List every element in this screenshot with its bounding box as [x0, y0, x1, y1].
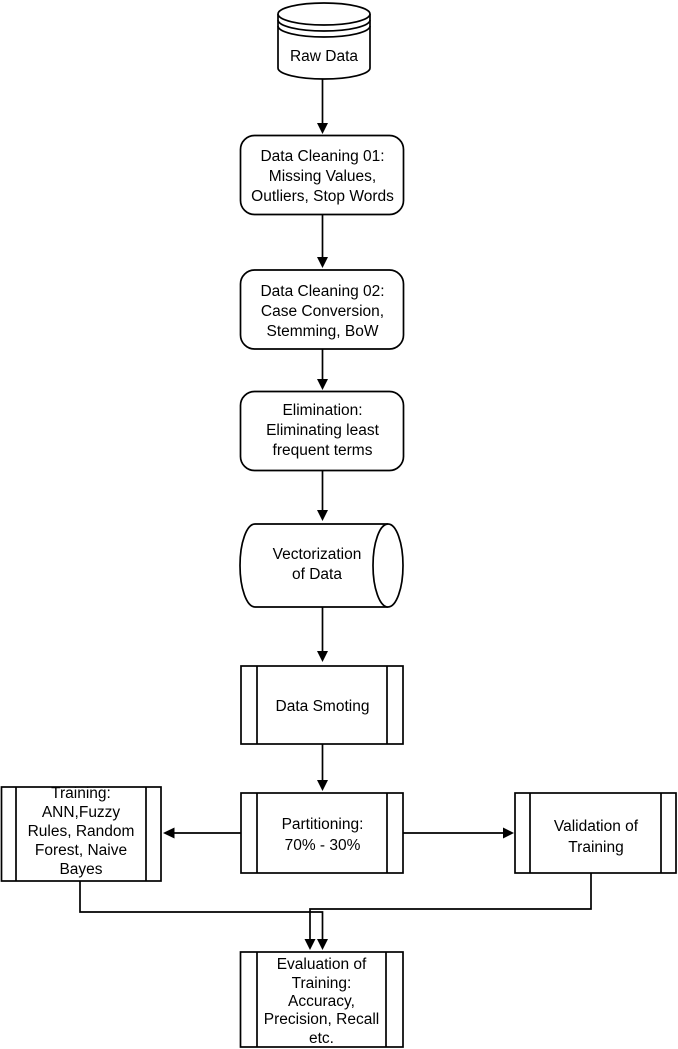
edge-rawdata-cleaning01 — [317, 79, 328, 134]
node-label: ANN,Fuzzy — [42, 804, 121, 821]
database-cylinder-disk-line — [277, 25, 371, 38]
arrowhead-down-icon — [317, 257, 328, 268]
node-data-cleaning-01: Data Cleaning 01: Missing Values, Outlie… — [239, 134, 405, 216]
node-raw-data: Raw Data — [277, 2, 371, 80]
node-label: Rules, Random — [28, 823, 135, 840]
node-vectorization: Vectorization of Data — [239, 523, 404, 608]
node-training: Training: ANN,Fuzzy Rules, Random Forest… — [0, 785, 162, 882]
node-elimination: Elimination: Eliminating least frequent … — [239, 390, 405, 472]
arrowhead-down-icon — [317, 123, 328, 134]
predefined-process-shape — [0, 786, 162, 882]
node-label: Validation of — [554, 818, 639, 835]
node-label: Accuracy, — [288, 993, 355, 1010]
database-cylinder-disk-line — [277, 19, 371, 32]
arrow-line — [309, 873, 592, 941]
predefined-process-shape — [514, 792, 677, 874]
arrow-line — [79, 881, 324, 941]
node-label: Case Conversion, — [261, 303, 384, 320]
arrowhead-down-icon — [317, 510, 328, 521]
node-label: 70% - 30% — [285, 837, 361, 854]
edge-partitioning-training — [163, 827, 241, 839]
node-label: Evaluation of — [277, 956, 367, 973]
arrowhead-down-icon — [317, 780, 328, 791]
node-label: Stemming, BoW — [267, 323, 379, 340]
node-label: Partitioning: — [282, 816, 364, 833]
edge-cleaning01-cleaning02 — [317, 214, 328, 268]
edge-training-evaluation — [79, 881, 328, 950]
arrowhead-down-icon — [317, 651, 328, 662]
node-evaluation: Evaluation of Training: Accuracy, Precis… — [239, 951, 404, 1048]
node-label: Raw Data — [290, 48, 358, 65]
arrowhead-down-icon — [304, 939, 316, 950]
predefined-process-shape — [239, 951, 404, 1048]
node-label: Training: — [51, 785, 111, 802]
database-cylinder-top — [277, 2, 371, 26]
node-label: of Data — [292, 566, 342, 583]
node-label: Vectorization — [273, 546, 362, 563]
arrowhead-left-icon — [163, 827, 175, 839]
arrowhead-down-icon — [317, 379, 328, 390]
node-data-cleaning-02: Data Cleaning 02: Case Conversion, Stemm… — [239, 269, 405, 350]
node-label: frequent terms — [273, 442, 373, 459]
node-label: etc. — [309, 1030, 334, 1047]
edge-elimination-vectorization — [317, 470, 328, 521]
node-data-smoting: Data Smoting — [240, 665, 404, 745]
predefined-process-shape — [240, 665, 404, 745]
horizontal-cylinder-cap — [372, 523, 404, 608]
horizontal-cylinder-body — [239, 523, 388, 608]
node-label: Missing Values, — [269, 168, 376, 185]
edge-smoting-partitioning — [317, 744, 328, 791]
predefined-process-shape — [240, 792, 404, 874]
arrowhead-right-icon — [503, 827, 514, 839]
node-label: Data Cleaning 01: — [260, 148, 384, 165]
node-validation: Validation of Training — [514, 792, 677, 874]
node-label: Forest, Naive — [35, 842, 127, 859]
node-label: Precision, Recall — [264, 1011, 379, 1028]
edge-partitioning-validation — [403, 827, 514, 839]
node-label: Elimination: — [282, 402, 362, 419]
node-label: Eliminating least — [266, 422, 380, 439]
edge-validation-evaluation — [304, 873, 592, 950]
node-label: Data Smoting — [276, 698, 370, 715]
node-label: Bayes — [59, 861, 102, 878]
node-label: Training — [568, 839, 623, 856]
edge-cleaning02-elimination — [317, 349, 328, 390]
node-label: Training: — [292, 975, 352, 992]
node-partitioning: Partitioning: 70% - 30% — [240, 792, 404, 874]
node-label: Data Cleaning 02: — [260, 283, 384, 300]
node-label: Outliers, Stop Words — [251, 188, 394, 205]
arrowhead-down-icon — [317, 939, 328, 950]
edge-vectorization-smoting — [317, 607, 328, 662]
